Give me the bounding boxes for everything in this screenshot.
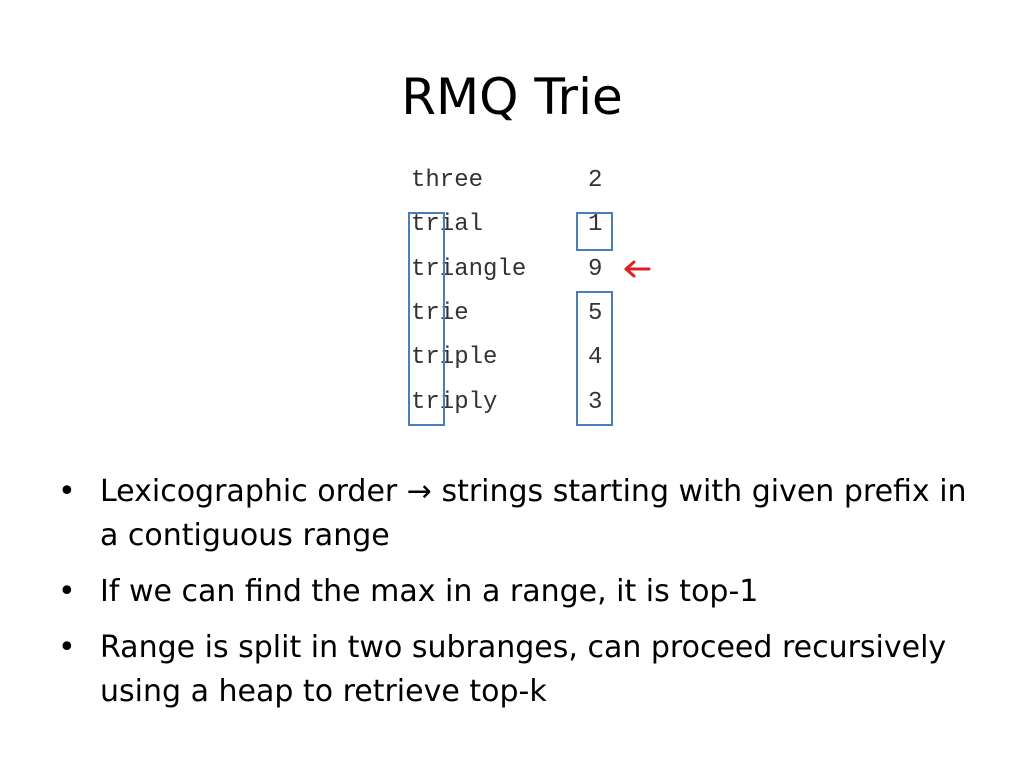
word-cell: triple bbox=[411, 344, 498, 371]
slide-title: RMQ Trie bbox=[401, 68, 623, 126]
upper-subrange-box bbox=[576, 212, 613, 251]
score-cell: 4 bbox=[588, 344, 603, 371]
word-cell: trial bbox=[411, 211, 484, 238]
bullet-text: Lexicographic order → strings starting w… bbox=[100, 474, 967, 553]
bullet-list: • Lexicographic order → strings starting… bbox=[58, 470, 978, 726]
score-cell: 5 bbox=[588, 300, 603, 327]
word-cell: triply bbox=[411, 389, 498, 416]
bullet-item: • Range is split in two subranges, can p… bbox=[58, 626, 978, 714]
score-cell: 3 bbox=[588, 389, 603, 416]
score-cell: 9 bbox=[588, 256, 603, 283]
trie-table: three 2 trial 1 triangle 9 trie 5 triple… bbox=[408, 167, 651, 426]
score-cell: 1 bbox=[588, 211, 603, 238]
bullet-item: • Lexicographic order → strings starting… bbox=[58, 470, 978, 558]
bullet-dot-icon: • bbox=[58, 574, 76, 609]
bullet-dot-icon: • bbox=[58, 474, 76, 509]
word-cell: trie bbox=[411, 300, 469, 327]
word-cell: triangle bbox=[411, 256, 527, 283]
bullet-item: • If we can find the max in a range, it … bbox=[58, 570, 978, 614]
bullet-text: If we can find the max in a range, it is… bbox=[100, 574, 759, 609]
max-pointer-arrow-icon bbox=[624, 260, 651, 278]
bullet-text: Range is split in two subranges, can pro… bbox=[100, 630, 947, 709]
word-cell: three bbox=[411, 167, 484, 194]
lower-subrange-box bbox=[576, 291, 613, 426]
prefix-range-box bbox=[408, 212, 445, 426]
score-cell: 2 bbox=[588, 167, 603, 194]
bullet-dot-icon: • bbox=[58, 630, 76, 665]
